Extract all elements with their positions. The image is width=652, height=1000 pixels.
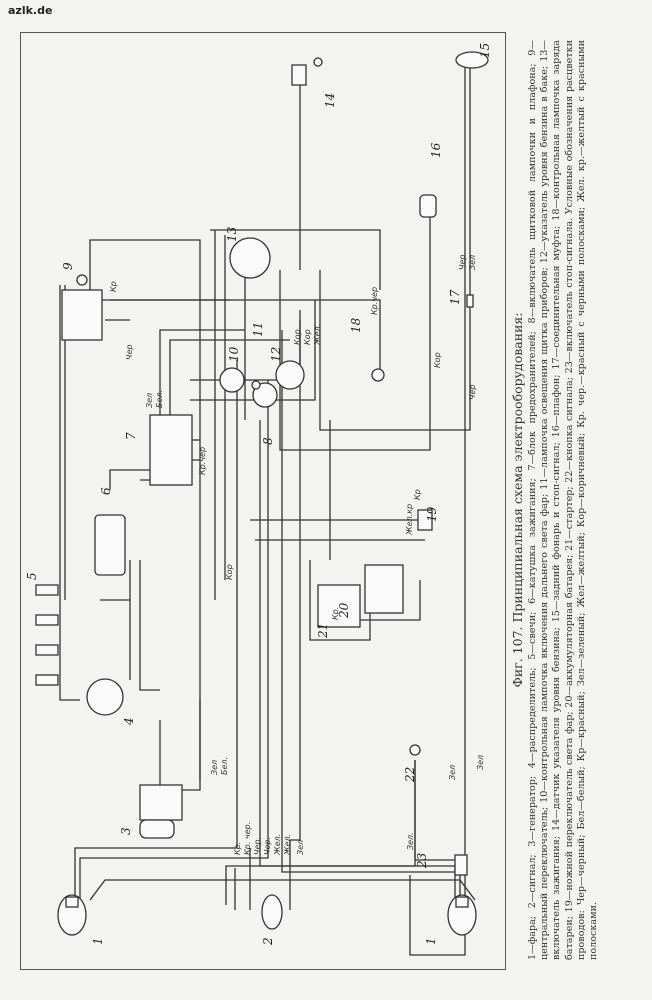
wire-labels: Кр. Кр. чер. Чер. Чер. Жел. Жел. Зел Зел…: [109, 255, 485, 856]
label-17: 17: [448, 289, 462, 305]
label-19: 19: [425, 506, 439, 522]
wire-label: Чер: [125, 345, 134, 360]
distributor: [86, 678, 124, 716]
label-14: 14: [323, 93, 337, 108]
central-switch: [61, 274, 103, 341]
wire-label: Кр.: [233, 842, 242, 855]
wire-label: Жел.: [273, 834, 282, 856]
connector-17: [466, 294, 474, 308]
wire-label: Бел.: [155, 390, 164, 408]
wire-label: Зел: [210, 760, 219, 775]
indicator-lamp-10: [219, 367, 245, 393]
figure-legend: 1—фара; 2—сигнал; 3—генератор; 4—распред…: [527, 40, 600, 960]
wire-label: Кор: [293, 329, 302, 345]
battery: [364, 564, 404, 614]
site-watermark: azlk.de: [8, 4, 53, 17]
label-7: 7: [124, 432, 138, 440]
label-23: 23: [415, 852, 429, 869]
wire-label: Чер.: [263, 837, 272, 855]
tail-lamp: [455, 51, 489, 69]
label-10: 10: [227, 346, 241, 362]
wire-label: Кор: [303, 329, 312, 345]
label-16: 16: [429, 142, 443, 158]
brake-switch: [454, 854, 468, 876]
diagram-frame: [20, 32, 506, 970]
label-8: 8: [261, 437, 275, 445]
foot-switch: [417, 509, 433, 531]
spark-plugs: [35, 584, 59, 686]
label-6: 6: [99, 487, 113, 495]
wire-label: Кр: [413, 489, 422, 500]
wire-label: Кр.чер: [198, 447, 207, 475]
wire-label: Зел: [145, 393, 154, 408]
wire-label: Чер.: [253, 837, 262, 855]
lamp-11: [251, 380, 261, 390]
label-22: 22: [403, 767, 417, 783]
label-5: 5: [25, 572, 39, 580]
label-11: 11: [251, 322, 265, 337]
wire-label: Зел: [448, 765, 457, 780]
wire-label: Зел: [468, 255, 477, 270]
label-9: 9: [61, 262, 75, 270]
wire-label: Кор: [225, 564, 234, 580]
label-13: 13: [225, 226, 239, 242]
wire-label: Чер: [458, 255, 467, 270]
ignition-coil: [94, 514, 126, 576]
charge-lamp: [371, 368, 385, 382]
starter: [317, 584, 361, 628]
wire-label: Кр. чер.: [243, 822, 252, 855]
wire-label: Кор: [433, 352, 442, 368]
wire-label: Жел.: [283, 834, 292, 856]
label-20: 20: [337, 602, 351, 619]
dome-light: [419, 194, 437, 218]
horn-button: [409, 744, 421, 756]
label-18: 18: [349, 317, 363, 333]
label-3: 3: [119, 827, 133, 835]
fuel-sender: [291, 57, 323, 86]
fuse-block: [149, 414, 193, 486]
label-21: 21: [316, 623, 330, 639]
ignition-switch: [229, 237, 271, 279]
horn: [261, 894, 283, 930]
headlamp-right: [447, 894, 477, 936]
label-12: 12: [269, 347, 283, 362]
wire-label: Кр.чер: [370, 287, 379, 315]
label-4: 4: [122, 717, 136, 726]
wire-label: Зел.: [406, 832, 415, 850]
fuel-gauge: [275, 360, 305, 390]
figure-caption: Фиг. 107. Принципиальная схема электрооб…: [510, 40, 599, 960]
label-1a: 1: [91, 937, 105, 945]
wire-label: Зел: [476, 755, 485, 770]
wire-label: Бел.: [220, 757, 229, 775]
wire-label: Кр.: [331, 607, 340, 620]
label-1b: 1: [424, 937, 438, 945]
switch-8: [252, 382, 278, 408]
figure-title: Фиг. 107. Принципиальная схема электрооб…: [510, 312, 525, 688]
wire-label: Жел.кр: [405, 504, 414, 536]
wire-label: Жел.: [313, 324, 322, 346]
generator: [139, 784, 183, 839]
wire-label: Чер: [468, 385, 477, 400]
label-15: 15: [478, 43, 492, 58]
wire-label: Кр: [109, 281, 118, 292]
label-2: 2: [261, 937, 275, 946]
wire-label: Зел: [296, 840, 305, 855]
headlamp-left: [57, 894, 87, 936]
component-numbers: 1 1 2 3 4 5 6 7 8 9 10 11 12 13 14 15 16…: [25, 43, 492, 946]
